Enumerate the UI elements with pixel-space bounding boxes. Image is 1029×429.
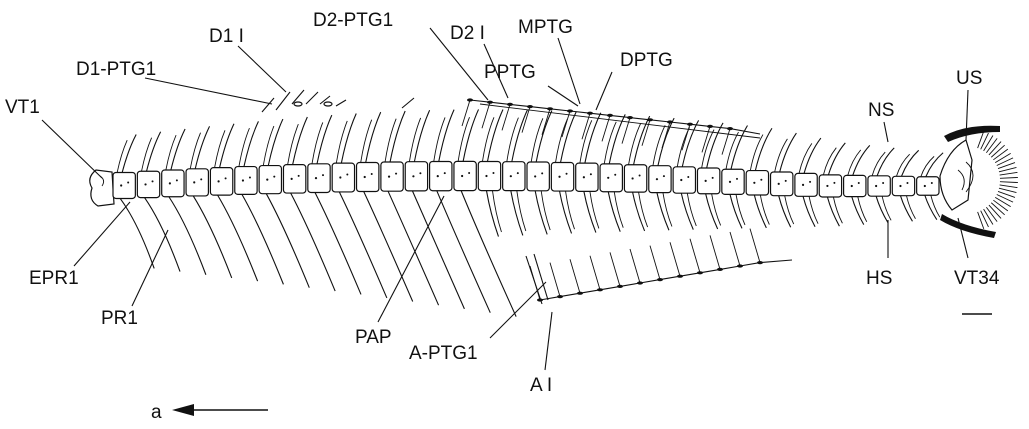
anterior-arrow xyxy=(172,404,268,416)
label-pptg: PPTG xyxy=(484,62,536,83)
label-mptg: MPTG xyxy=(518,17,573,38)
label-a-i: A I xyxy=(530,375,552,396)
label-d2-i: D2 I xyxy=(450,23,485,44)
anal-fin-pterygiophores xyxy=(526,229,792,304)
caudal-rays xyxy=(978,131,1018,229)
label-d2-ptg1: D2-PTG1 xyxy=(313,10,393,31)
label-us: US xyxy=(956,68,982,89)
dorsal-fin-pterygiophores xyxy=(462,98,760,154)
label-orientation-a: a xyxy=(151,402,162,423)
first-dorsal-fin xyxy=(262,90,414,112)
vertebral-column xyxy=(113,161,939,198)
label-epr1: EPR1 xyxy=(29,268,79,289)
label-pap: PAP xyxy=(355,327,392,348)
label-pr1: PR1 xyxy=(101,308,138,329)
label-vt1: VT1 xyxy=(5,97,40,118)
label-d1-i: D1 I xyxy=(209,26,244,47)
label-vt34: VT34 xyxy=(954,268,1000,289)
label-d1-ptg1: D1-PTG1 xyxy=(76,59,156,80)
label-ns: NS xyxy=(868,100,894,121)
label-a-ptg1: A-PTG1 xyxy=(409,343,478,364)
label-dptg: DPTG xyxy=(620,50,673,71)
skull-region xyxy=(90,170,114,206)
label-hs: HS xyxy=(866,268,892,289)
